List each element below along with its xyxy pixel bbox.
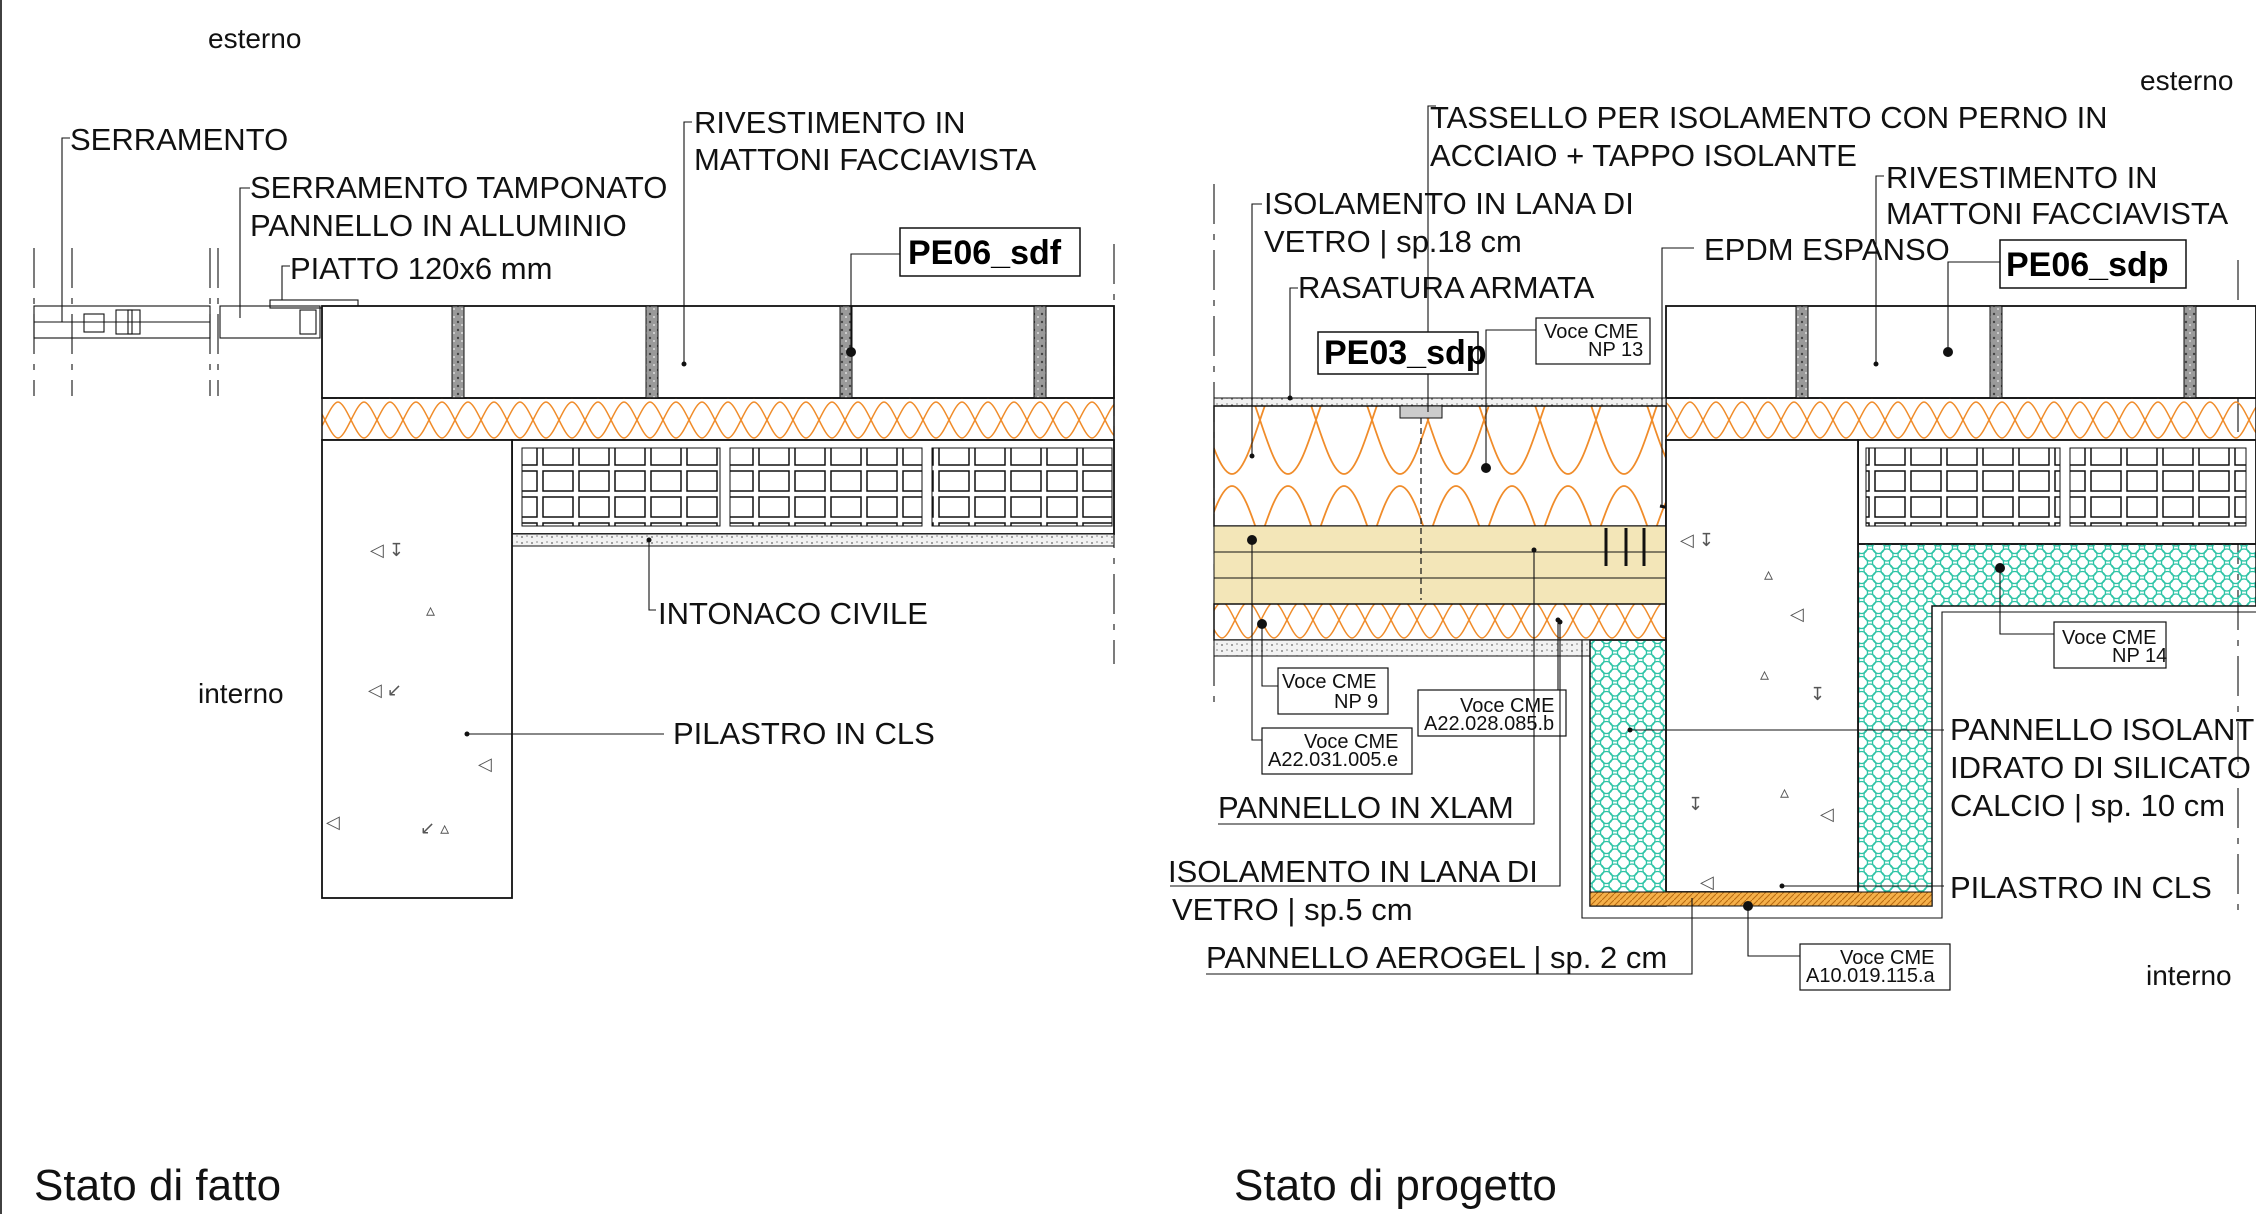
- existing-state-title: Stato di fatto: [34, 1161, 281, 1210]
- voce-a22028-title: Voce CME: [1460, 695, 1554, 717]
- voce-np14-title: Voce CME: [2062, 627, 2156, 649]
- label-pilastro-right: PILASTRO IN CLS: [1950, 870, 2212, 905]
- voce-np9-title: Voce CME: [1282, 671, 1376, 693]
- plaster-finish-line: [1581, 611, 2256, 919]
- svg-text:▵: ▵: [426, 600, 435, 620]
- aerogel-panel: [1589, 891, 1933, 907]
- voce-a10019-code: A10.019.115.a: [1806, 965, 1936, 987]
- interior-label: interno: [198, 678, 284, 709]
- voce-np14-code: NP 14: [2112, 645, 2167, 667]
- label-rivestimento-1: RIVESTIMENTO IN: [694, 105, 966, 140]
- svg-text:↙ ▵: ↙ ▵: [420, 818, 449, 838]
- svg-text:▵: ▵: [1780, 782, 1789, 802]
- exterior-label-right: esterno: [2140, 65, 2233, 96]
- exterior-label: esterno: [208, 23, 301, 54]
- label-piatto: PIATTO 120x6 mm: [290, 251, 552, 286]
- voce-a22031-title: Voce CME: [1304, 731, 1398, 753]
- voce-a22031-code: A22.031.005.e: [1268, 749, 1398, 771]
- label-aerogel: PANNELLO AEROGEL | sp. 2 cm: [1206, 940, 1667, 975]
- label-xlam: PANNELLO IN XLAM: [1218, 790, 1514, 825]
- label-silicato-3: CALCIO | sp. 10 cm: [1950, 788, 2225, 823]
- svg-text:◁ ↧: ◁ ↧: [1680, 530, 1714, 550]
- voce-np9-code: NP 9: [1334, 691, 1378, 713]
- svg-text:↧: ↧: [1688, 794, 1703, 814]
- svg-text:◁ ↧: ◁ ↧: [370, 540, 404, 560]
- svg-text:◁ ↙: ◁ ↙: [368, 680, 402, 700]
- brick-facing-layer-right: [1665, 305, 2256, 399]
- label-rivestimento-2: MATTONI FACCIAVISTA: [694, 142, 1037, 177]
- voce-a10019-title: Voce CME: [1840, 947, 1934, 969]
- label-tassello-1: TASSELLO PER ISOLAMENTO CON PERNO IN: [1430, 100, 2108, 135]
- external-insulation-system: [1213, 397, 1735, 657]
- svg-text:◁: ◁: [478, 754, 492, 774]
- project-state-section: esterno interno: [1168, 65, 2256, 1210]
- svg-text:◁: ◁: [1820, 804, 1834, 824]
- voce-np13-code: NP 13: [1588, 339, 1643, 361]
- existing-state-section: esterno interno: [33, 23, 1115, 1210]
- concrete-column-right: ◁ ↧ ▵ ◁ ▵ ↧ ↧ ▵ ◁ ◁: [1665, 439, 1859, 893]
- tag-pe06-sdf: PE06_sdf: [908, 234, 1062, 272]
- concrete-column: ◁ ↧ ▵ ◁ ↙ ◁ ↙ ▵ ◁: [321, 439, 513, 899]
- label-serramento: SERRAMENTO: [70, 122, 288, 157]
- brick-facing-layer: [321, 305, 1115, 399]
- label-serramento-tamponato: SERRAMENTO TAMPONATO: [250, 170, 667, 205]
- svg-text:◁: ◁: [1700, 872, 1714, 892]
- label-lana-5-1: ISOLAMENTO IN LANA DI: [1168, 854, 1538, 889]
- hollow-block-wall-right: [1857, 439, 2256, 545]
- svg-text:◁: ◁: [326, 812, 340, 832]
- window-frame: [33, 248, 359, 396]
- tag-pe03-sdp: PE03_sdp: [1324, 334, 1487, 372]
- voce-np13-title: Voce CME: [1544, 321, 1638, 343]
- interior-label-right: interno: [2146, 960, 2232, 991]
- svg-text:▵: ▵: [1760, 664, 1769, 684]
- label-rivestimento-right-2: MATTONI FACCIAVISTA: [1886, 196, 2229, 231]
- label-epdm: EPDM ESPANSO: [1704, 232, 1950, 267]
- air-gap-insulation-strip: [321, 397, 1115, 441]
- existing-annotations: SERRAMENTO SERRAMENTO TAMPONATO PANNELLO…: [61, 105, 1081, 751]
- project-annotations: TASSELLO PER ISOLAMENTO CON PERNO IN ACC…: [1168, 100, 2256, 991]
- svg-text:◁: ◁: [1790, 604, 1804, 624]
- calcium-silicate-panel-inner: [1589, 639, 1667, 907]
- project-state-title: Stato di progetto: [1234, 1161, 1557, 1210]
- voce-a22028-code: A22.028.085.b: [1424, 713, 1554, 735]
- svg-text:▵: ▵: [1764, 564, 1773, 584]
- label-tassello-2: ACCIAIO + TAPPO ISOLANTE: [1430, 138, 1857, 173]
- label-pilastro: PILASTRO IN CLS: [673, 716, 935, 751]
- air-gap-insulation-strip-right: [1665, 397, 2256, 441]
- label-pannello-alluminio: PANNELLO IN ALLUMINIO: [250, 208, 627, 243]
- label-rasatura: RASATURA ARMATA: [1298, 270, 1595, 305]
- label-intonaco: INTONACO CIVILE: [658, 596, 928, 631]
- label-lana-18-1: ISOLAMENTO IN LANA DI: [1264, 186, 1634, 221]
- label-lana-18-2: VETRO | sp.18 cm: [1264, 224, 1522, 259]
- tag-pe06-sdp: PE06_sdp: [2006, 246, 2169, 284]
- hollow-block-wall: [511, 439, 1115, 547]
- label-lana-5-2: VETRO | sp.5 cm: [1172, 892, 1413, 927]
- svg-text:↧: ↧: [1810, 684, 1825, 704]
- label-silicato-2: IDRATO DI SILICATO DI: [1950, 750, 2256, 785]
- label-silicato-1: PANNELLO ISOLANTE: [1950, 712, 2256, 747]
- label-rivestimento-right-1: RIVESTIMENTO IN: [1886, 160, 2158, 195]
